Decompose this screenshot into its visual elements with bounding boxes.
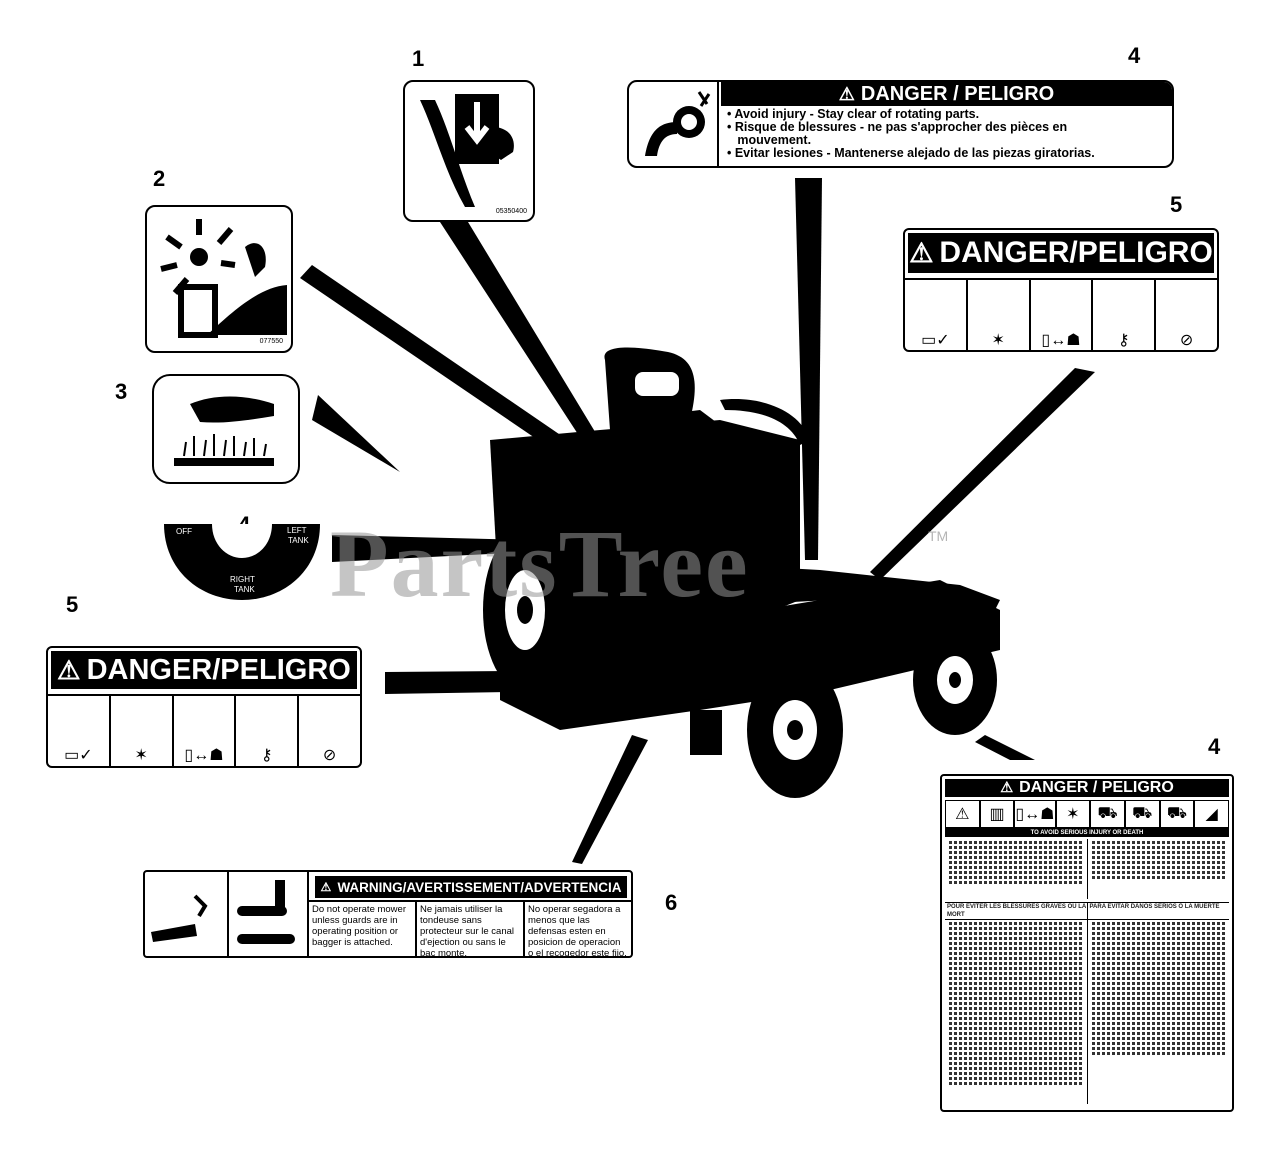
- danger-line: • Evitar lesiones - Mantenerse alejado d…: [727, 146, 1095, 160]
- warning-text-es: No operar segadora a menos que las defen…: [528, 904, 627, 958]
- warning-triangle-icon: ⚠: [57, 654, 81, 685]
- fuel-tank-label: TANK: [288, 536, 309, 545]
- remove-key-icon: ⚷: [234, 696, 297, 766]
- fuel-left-label: LEFT: [287, 526, 307, 535]
- warning-triangle-icon: ⚠: [838, 83, 855, 104]
- decal-danger-text-block: ⚠DANGER / PELIGRO ⚠ ▥ ▯↔☗ ✶ ⛟ ⛟ ⛟ ◢ TO A…: [940, 774, 1234, 1112]
- bystander-distance-icon: ▯↔☗: [1013, 801, 1055, 827]
- danger-line: • Avoid injury - Stay clear of rotating …: [727, 107, 980, 121]
- warning-text-en: Do not operate mower unless guards are i…: [309, 902, 417, 956]
- warning-triangle-icon: ⚠: [1000, 780, 1014, 796]
- thrown-object-icon: ✶: [1054, 801, 1090, 827]
- discharge-icon: [151, 894, 208, 942]
- no-riders-icon: ⊘: [1154, 280, 1217, 350]
- danger-line: • Risque de blessures - ne pas s'approch…: [727, 120, 1068, 134]
- danger-subheader: TO AVOID SERIOUS INJURY OR DEATH: [945, 828, 1229, 837]
- bystander-distance-icon: ▯↔☗: [1028, 280, 1092, 350]
- danger-subheader-es: PARA EVITAR DAÑOS SERIOS O LA MUERTE: [1089, 904, 1220, 910]
- hand-crush-icon: [420, 94, 514, 207]
- callout-number: 3: [115, 379, 128, 404]
- leader-line: [870, 368, 1095, 580]
- warning-triangle-icon: ⚠: [320, 880, 332, 894]
- decal-danger-rotating: ⚠DANGER / PELIGRO • Avoid injury - Stay …: [627, 80, 1174, 168]
- decal-warning-guard: ⚠WARNING/AVERTISSEMENT/ADVERTENCIA Do no…: [143, 870, 633, 958]
- decal-danger-icons-left: ⚠DANGER/PELIGRO ▭✓ ✶ ▯↔☗ ⚷ ⊘: [46, 646, 362, 768]
- rotating-parts-icon: [645, 91, 711, 156]
- warning-triangle-icon: ⚠: [955, 806, 970, 823]
- leader-line: [975, 735, 1035, 760]
- callout-number: 1: [412, 46, 425, 71]
- remove-key-icon: ⚷: [1091, 280, 1154, 350]
- danger-header: ⚠DANGER/PELIGRO: [908, 233, 1214, 273]
- manual-icon: ▥: [978, 801, 1014, 827]
- warning-triangle-icon: ⚠: [909, 237, 934, 268]
- decal-danger-icons-right: ⚠DANGER/PELIGRO ▭✓ ✶ ▯↔☗ ⚷ ⊘: [903, 228, 1219, 352]
- manual-check-icon: ▭✓: [64, 747, 93, 764]
- leader-line: [572, 735, 648, 864]
- decal-thrown-objects: 077550: [145, 205, 293, 353]
- watermark-tm: TM: [928, 528, 949, 544]
- slope-icon: ◢: [1193, 801, 1228, 827]
- danger-header: ⚠DANGER / PELIGRO: [945, 779, 1229, 797]
- bystander-distance-icon: ▯↔☗: [171, 696, 235, 766]
- watermark: PartsTree: [330, 510, 750, 617]
- rider-icon: ⛟: [1158, 801, 1194, 827]
- rider-icon: ⛟: [1123, 801, 1159, 827]
- callout-number: 5: [1170, 192, 1183, 217]
- leader-line: [795, 178, 822, 560]
- manual-check-icon: ▭✓: [921, 332, 950, 349]
- fuel-tank-label: TANK: [234, 585, 255, 594]
- danger-line: mouvement.: [727, 133, 812, 147]
- callout-number: 6: [665, 890, 678, 915]
- fuel-off-label: OFF: [176, 527, 192, 536]
- leader-line: [440, 222, 600, 445]
- leader-line: [332, 535, 530, 562]
- decal-hot-surface: [152, 374, 300, 484]
- danger-subheader-fr: POUR EVITER LES BLESSURES GRAVES OU LA M…: [947, 903, 1088, 919]
- rider-icon: ⛟: [1089, 801, 1124, 827]
- leader-line: [312, 395, 400, 472]
- callout-number: 2: [153, 166, 166, 191]
- guard-position-icon: [237, 880, 295, 944]
- decal-code: 077550: [259, 338, 283, 345]
- thrown-object-icon: ✶: [965, 280, 1029, 350]
- fuel-valve-arc: [164, 524, 320, 600]
- no-riders-icon: ⊘: [297, 696, 360, 766]
- leader-line: [300, 265, 575, 455]
- warning-header: ⚠WARNING/AVERTISSEMENT/ADVERTENCIA: [315, 876, 627, 898]
- warning-text-fr: Ne jamais utiliser la tondeuse sans prot…: [417, 902, 525, 956]
- decal-code: 05350400: [495, 208, 527, 215]
- callout-number: 4: [1128, 43, 1141, 68]
- callout-number: 5: [66, 592, 79, 617]
- hot-surface-icon: [174, 396, 274, 466]
- danger-header: ⚠DANGER/PELIGRO: [51, 651, 357, 689]
- fuel-right-label: RIGHT: [230, 575, 255, 584]
- decal-fuel-valve: OFF LEFT TANK RIGHT TANK: [162, 520, 322, 602]
- thrown-objects-icon: [160, 219, 287, 338]
- callout-number: 4: [1208, 734, 1221, 759]
- decal-hand-crush: 05350400: [403, 80, 535, 222]
- thrown-object-icon: ✶: [108, 696, 172, 766]
- danger-header: ⚠DANGER / PELIGRO: [721, 82, 1172, 106]
